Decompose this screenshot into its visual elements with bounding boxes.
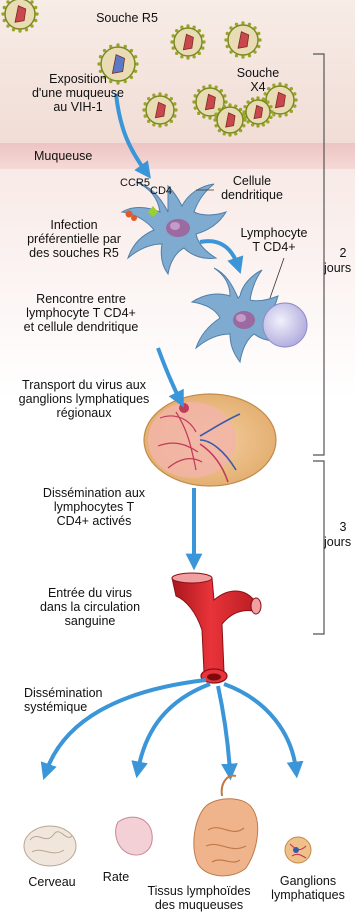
label-tissus: Tissus lymphoïdes des muqueuses bbox=[136, 884, 262, 912]
virus-particle bbox=[142, 92, 177, 127]
timeline-2-value: 2 bbox=[332, 246, 354, 260]
timeline-2-unit: jours bbox=[324, 261, 355, 275]
label-muqueuse: Muqueuse bbox=[34, 149, 92, 163]
virus-particle bbox=[213, 103, 246, 136]
label-rate: Rate bbox=[96, 870, 136, 884]
virus-particle bbox=[224, 21, 261, 58]
label-lymphocyte: Lymphocyte T CD4+ bbox=[230, 226, 318, 254]
label-transport: Transport du virus aux ganglions lymphat… bbox=[8, 378, 160, 420]
label-cerveau: Cerveau bbox=[12, 875, 92, 889]
lymph-node-organ bbox=[285, 837, 311, 863]
label-ganglions: Ganglions lymphatiques bbox=[262, 874, 354, 902]
label-dissemination-lt: Dissémination aux lymphocytes T CD4+ act… bbox=[26, 486, 162, 528]
virus-particle bbox=[242, 96, 273, 127]
intestine-organ bbox=[194, 776, 258, 876]
timeline-3-value: 3 bbox=[332, 520, 354, 534]
label-cd4: CD4 bbox=[150, 184, 172, 198]
label-exposition: Exposition d'une muqueuse au VIH-1 bbox=[10, 72, 146, 114]
lymphocyte-cell bbox=[263, 303, 307, 347]
spleen-organ bbox=[116, 817, 153, 855]
timeline-bracket-3-jours bbox=[313, 461, 324, 634]
label-infection: Infection préférentielle par des souches… bbox=[10, 218, 138, 260]
timeline-3-unit: jours bbox=[324, 535, 355, 549]
blood-vessel bbox=[172, 573, 261, 683]
virus-particle bbox=[170, 24, 205, 59]
label-souche-r5: Souche R5 bbox=[84, 11, 170, 25]
label-entree: Entrée du virus dans la circulation sang… bbox=[26, 586, 154, 628]
lymph-node bbox=[144, 394, 276, 486]
label-dissemination-sys: Dissémination systémique bbox=[24, 686, 103, 714]
label-souche-x4: Souche X4 bbox=[230, 66, 286, 94]
label-ccr5: CCR5 bbox=[120, 176, 150, 190]
label-cellule-dendritique: Cellule dendritique bbox=[212, 174, 292, 202]
label-rencontre: Rencontre entre lymphocyte T CD4+ et cel… bbox=[6, 292, 156, 334]
brain-organ bbox=[24, 826, 76, 866]
